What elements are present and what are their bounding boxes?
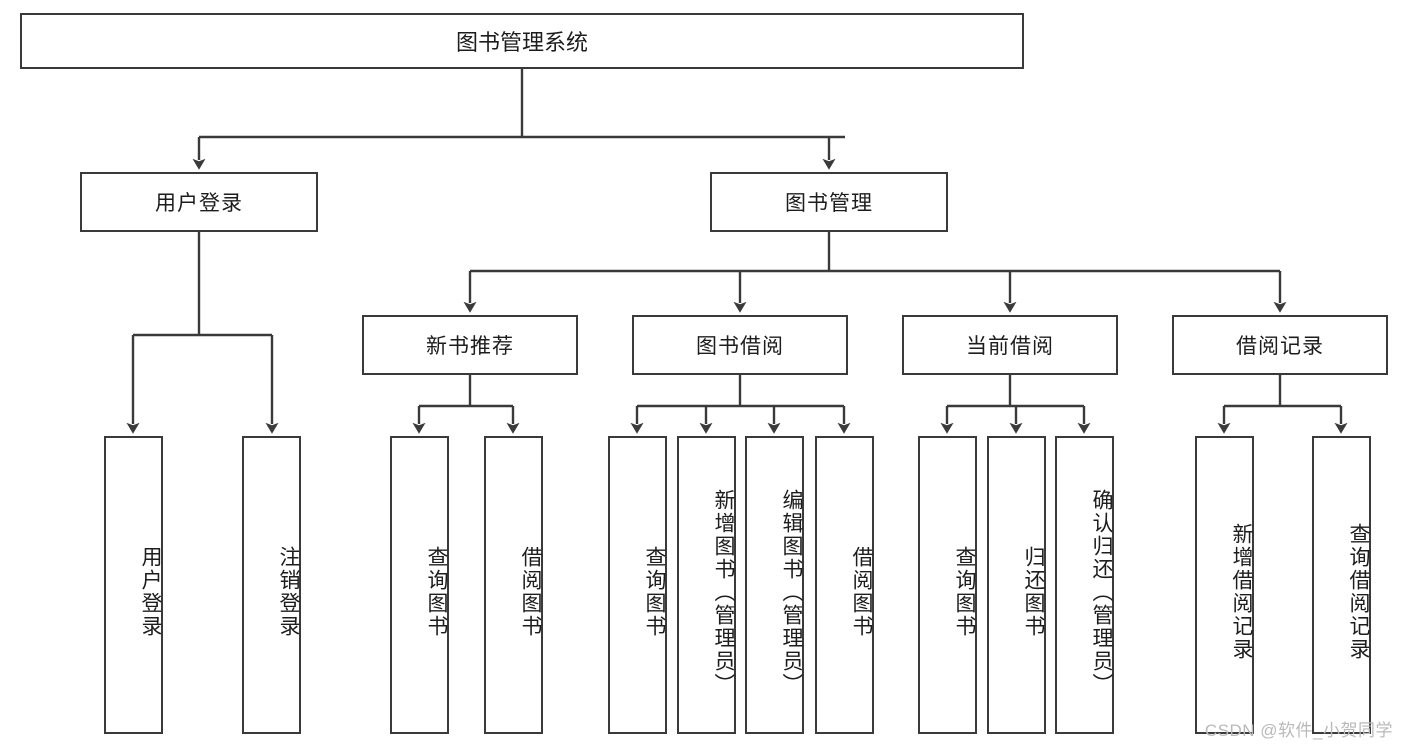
node-user-login[interactable]: 用户登录: [80, 172, 318, 232]
leaf-label: 确认归还（管理员）: [1090, 488, 1113, 696]
leaf-add-book-admin[interactable]: 新增图书（管理员）: [677, 436, 736, 734]
node-book-management[interactable]: 图书管理: [710, 172, 948, 232]
leaf-label: 新增借阅记录: [1230, 523, 1253, 661]
leaf-query-book-recommend[interactable]: 查询图书: [390, 436, 449, 734]
leaf-label: 用户登录: [139, 546, 162, 638]
leaf-label: 查询图书: [425, 546, 448, 638]
leaf-edit-book-admin[interactable]: 编辑图书（管理员）: [745, 436, 804, 734]
node-new-book-recommend[interactable]: 新书推荐: [362, 315, 578, 375]
leaf-query-book-current[interactable]: 查询图书: [918, 436, 977, 734]
leaf-query-book-borrow[interactable]: 查询图书: [608, 436, 667, 734]
leaf-label: 查询借阅记录: [1347, 523, 1370, 661]
leaf-label: 查询图书: [643, 546, 666, 638]
leaf-user-login[interactable]: 用户登录: [104, 436, 163, 734]
node-current-borrow[interactable]: 当前借阅: [902, 315, 1118, 375]
watermark-text: CSDN @软件_小贺同学: [1204, 721, 1393, 740]
leaf-label: 归还图书: [1022, 546, 1045, 638]
node-borrow-record[interactable]: 借阅记录: [1172, 315, 1388, 375]
leaf-label: 借阅图书: [519, 546, 542, 638]
leaf-return-book[interactable]: 归还图书: [987, 436, 1046, 734]
leaf-label: 新增图书（管理员）: [712, 488, 735, 696]
leaf-add-borrow-record[interactable]: 新增借阅记录: [1195, 436, 1254, 734]
leaf-borrow-book-recommend[interactable]: 借阅图书: [484, 436, 543, 734]
leaf-borrow-book[interactable]: 借阅图书: [815, 436, 874, 734]
node-root-system[interactable]: 图书管理系统: [20, 13, 1024, 69]
leaf-confirm-return-admin[interactable]: 确认归还（管理员）: [1055, 436, 1114, 734]
leaf-label: 借阅图书: [850, 546, 873, 638]
node-book-borrow[interactable]: 图书借阅: [632, 315, 848, 375]
leaf-label: 查询图书: [953, 546, 976, 638]
leaf-query-borrow-record[interactable]: 查询借阅记录: [1312, 436, 1371, 734]
leaf-logout[interactable]: 注销登录: [242, 436, 301, 734]
leaf-label: 编辑图书（管理员）: [780, 488, 803, 696]
leaf-label: 注销登录: [277, 546, 300, 638]
